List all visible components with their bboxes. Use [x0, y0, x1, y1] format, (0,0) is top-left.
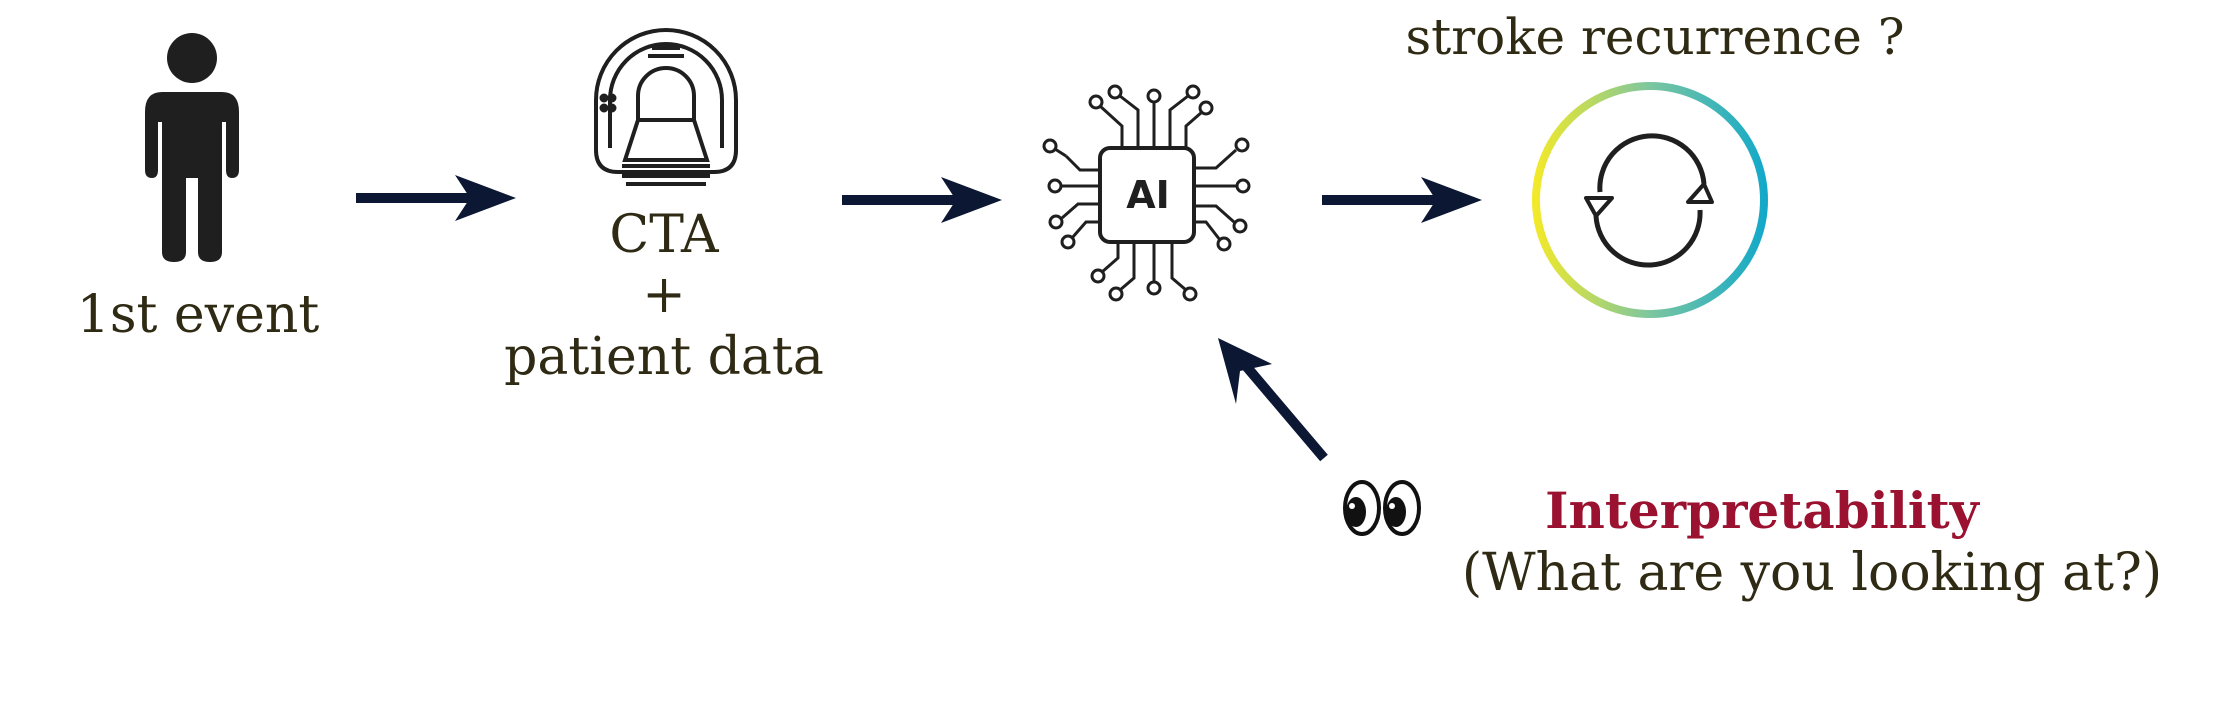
event-label: 1st event — [77, 285, 320, 345]
ct-scanner-icon — [594, 28, 738, 186]
arrow-imaging-to-ai — [842, 177, 1002, 223]
arrow-ai-to-outcome — [1322, 177, 1482, 223]
ai-chip-label: AI — [1126, 173, 1170, 217]
imaging-label-patient-data: patient data — [504, 327, 824, 387]
arrow-interpretability-to-ai — [1218, 338, 1328, 462]
eyes-icon — [1343, 480, 1421, 536]
person-icon — [145, 33, 239, 262]
interpretability-title: Interpretability — [1545, 481, 1981, 540]
imaging-label-cta: CTA — [609, 205, 720, 265]
ai-chip-icon — [1042, 84, 1251, 302]
recurrence-cycle-icon — [1532, 82, 1768, 318]
arrow-event-to-imaging — [356, 175, 516, 221]
imaging-label-plus: + — [642, 265, 686, 325]
outcome-title: stroke recurrence ? — [1405, 8, 1904, 66]
interpretability-subtitle: (What are you looking at?) — [1462, 543, 2162, 603]
